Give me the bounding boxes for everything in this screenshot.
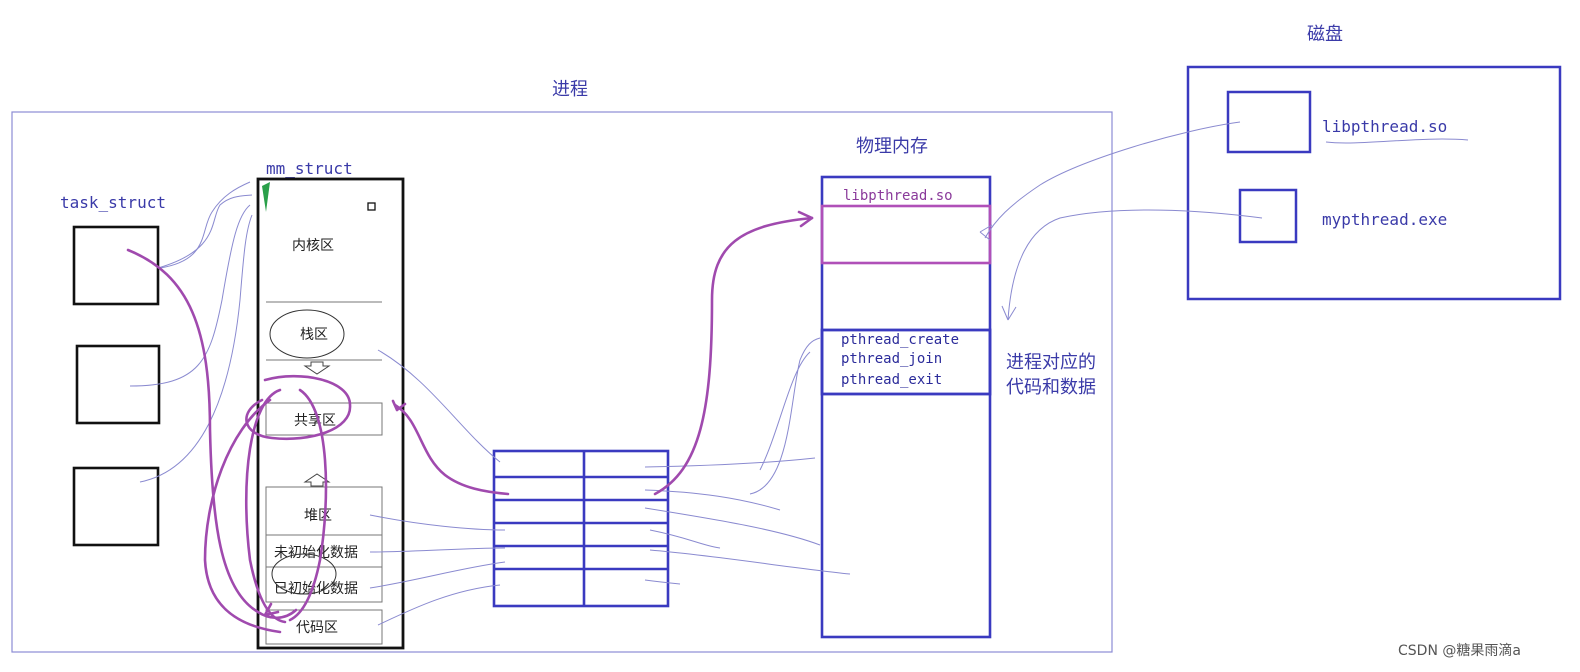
phys-lib-label: libpthread.so: [843, 188, 953, 204]
disk-exe-label: mypthread.exe: [1322, 210, 1447, 229]
fn-create-label: pthread_create: [841, 332, 959, 348]
thin-connectors: [129, 121, 1263, 626]
mm-struct-label: mm_struct: [266, 159, 353, 178]
task-struct-box-1: [72, 225, 160, 306]
process-title: 进程: [552, 79, 588, 100]
phys-mem-box: [820, 175, 992, 639]
fn-exit-label: pthread_exit: [841, 372, 942, 388]
mm-code-label: 代码区: [296, 620, 338, 636]
phys-note-line1: 进程对应的: [1006, 352, 1096, 373]
disk-lib-label: libpthread.so: [1322, 117, 1447, 136]
small-square-icon: [367, 202, 376, 211]
fn-join-label: pthread_join: [841, 351, 942, 367]
mm-code-box: [265, 609, 383, 645]
mm-heap-label: 堆区: [304, 508, 332, 524]
task-struct-label: task_struct: [60, 193, 166, 212]
mm-stack-label: 栈区: [300, 327, 328, 343]
purple-annotations: [126, 210, 814, 634]
mm-bss-label: 未初始化数据: [274, 544, 358, 561]
phys-code-region: [820, 328, 992, 396]
mm-kernel-label: 内核区: [292, 238, 334, 254]
process-frame: [11, 111, 1113, 653]
phys-lib-region: [820, 204, 992, 265]
phys-title: 物理内存: [856, 136, 928, 157]
watermark: CSDN @糖果雨滴a: [1398, 642, 1521, 659]
disk-lib-box: [1226, 90, 1312, 154]
mm-shared-box: [265, 402, 383, 436]
disk-exe-box: [1238, 188, 1298, 244]
mm-shared-label: 共享区: [294, 412, 336, 429]
phys-note-line2: 代码和数据: [1006, 377, 1096, 398]
arrow-down-icon: [303, 361, 331, 375]
mm-data-label: 已初始化数据: [274, 580, 358, 597]
disk-frame: [1186, 65, 1562, 301]
task-struct-box-3: [72, 466, 160, 547]
arrow-up-icon: [303, 473, 331, 487]
disk-title: 磁盘: [1307, 24, 1343, 45]
mm-data-box: [265, 566, 383, 603]
green-marker: [262, 182, 270, 212]
task-struct-box-2: [75, 344, 161, 425]
page-table: [492, 449, 670, 608]
